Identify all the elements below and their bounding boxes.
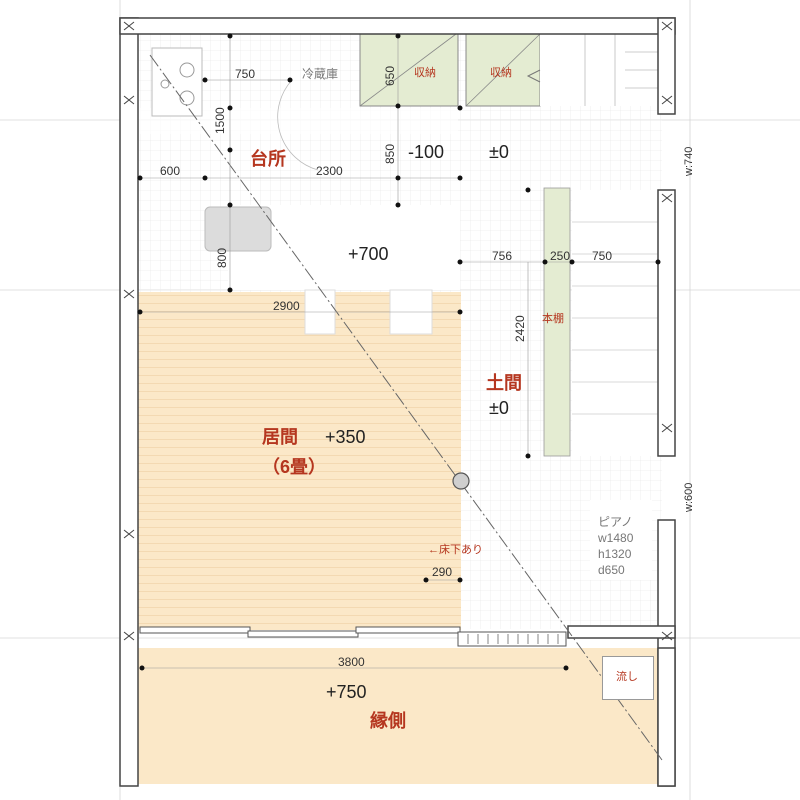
dim-750-right: 750 — [592, 249, 613, 263]
level-doma-zero: ±0 — [489, 398, 509, 418]
storage-label-2: 収納 — [490, 67, 512, 79]
level-kitchen-sunken: -100 — [408, 142, 445, 162]
wall-ticks — [123, 21, 673, 641]
engawa-floor — [138, 648, 658, 784]
stove — [151, 47, 203, 117]
piano-depth: d650 — [598, 563, 625, 577]
dim-600: 600 — [160, 164, 181, 178]
underfloor-label: ←床下あり — [428, 544, 483, 556]
section-line — [149, 54, 663, 761]
storage-label-1: 収納 — [414, 67, 436, 79]
window-width-top: w:740 — [683, 146, 695, 176]
level-entry-zero: ±0 — [489, 142, 509, 162]
level-dining-raised: +700 — [348, 244, 389, 264]
dim-756: 756 — [492, 249, 513, 263]
section-pivot — [452, 472, 470, 490]
room-kitchen: 台所 — [250, 149, 286, 169]
bookshelf — [543, 187, 571, 457]
piano-height: h1320 — [598, 547, 632, 561]
storage-diagonal — [359, 33, 457, 107]
piano-width: w1480 — [598, 531, 634, 545]
dim-250: 250 — [550, 249, 571, 263]
level-living: +350 — [325, 427, 366, 447]
dimension-dots — [137, 33, 661, 671]
arrow-icon — [526, 69, 541, 83]
bookshelf-label: 本棚 — [542, 313, 564, 325]
piano-title: ピアノ — [598, 515, 633, 529]
stair-treads — [584, 34, 662, 106]
vent-grille — [467, 634, 559, 644]
dim-3800: 3800 — [338, 655, 365, 669]
dim-2420: 2420 — [513, 315, 527, 342]
piano-area — [590, 500, 652, 580]
dim-850: 850 — [383, 143, 397, 164]
door-swing — [277, 79, 319, 171]
dimension-lines — [140, 34, 658, 669]
living-room-planks — [138, 292, 461, 630]
staircase-right — [572, 190, 658, 456]
dim-650: 650 — [383, 65, 397, 86]
stove-burner — [179, 62, 195, 78]
storage-diagonal — [465, 33, 541, 107]
stair-treads-right — [572, 221, 658, 415]
dim-750-top: 750 — [235, 67, 256, 81]
dim-800: 800 — [215, 247, 229, 268]
room-living: 居間 — [262, 427, 298, 447]
dim-290: 290 — [432, 565, 453, 579]
room-living-mats: （6畳） — [262, 457, 327, 477]
sink-label: 流し — [616, 671, 638, 683]
kitchen-sink — [204, 206, 272, 252]
fridge-label: 冷蔵庫 — [302, 67, 339, 81]
sliding-door — [139, 626, 567, 647]
window-width-bottom: w:600 — [683, 482, 695, 512]
dim-1500: 1500 — [213, 107, 227, 134]
level-engawa: +750 — [326, 682, 367, 702]
engawa-wall-right — [657, 647, 676, 787]
dim-2900: 2900 — [273, 299, 300, 313]
dim-2300: 2300 — [316, 164, 343, 178]
stove-burner — [160, 79, 170, 89]
stove-burner — [179, 90, 195, 106]
utility-sink: 流し — [602, 656, 654, 700]
room-doma: 土間 — [486, 373, 522, 393]
room-engawa: 縁側 — [370, 711, 406, 731]
